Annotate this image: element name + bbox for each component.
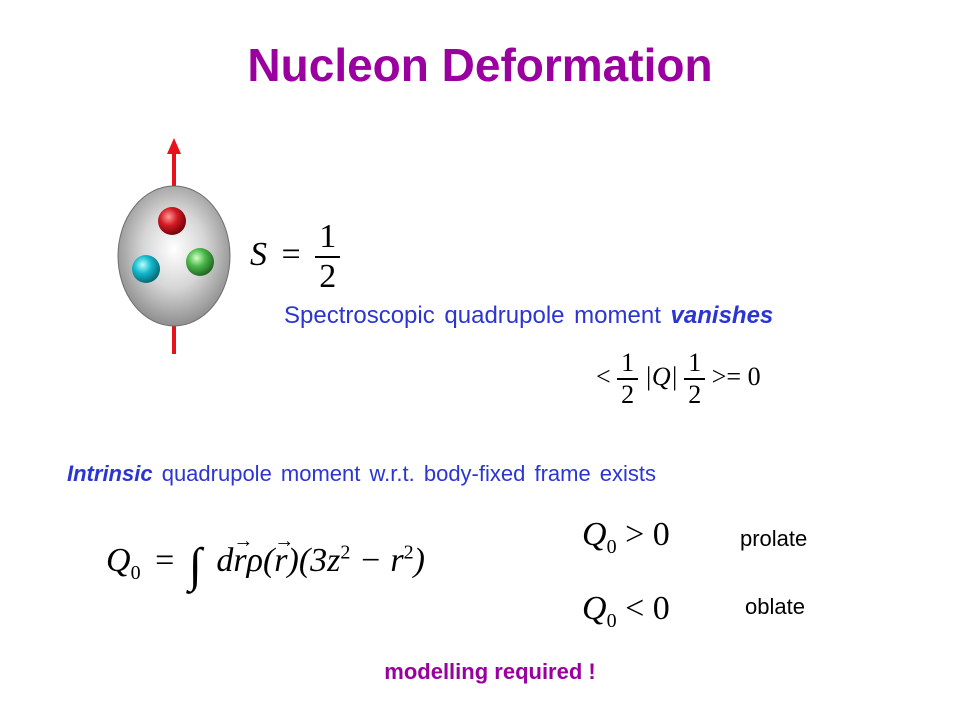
spin-fraction: 1 2 bbox=[315, 218, 340, 296]
oblate-q: Q bbox=[582, 590, 607, 627]
integral-minus-r: − r bbox=[350, 542, 403, 579]
spectroscopic-statement: Spectroscopic quadrupole moment vanishes bbox=[284, 302, 773, 330]
expectation-operator: |Q| bbox=[645, 362, 678, 391]
integral-z-squared: 2 bbox=[340, 542, 350, 564]
spin-arrow-head-icon bbox=[167, 138, 181, 154]
expectation-close: >= 0 bbox=[712, 362, 761, 391]
intrinsic-emphasis: Intrinsic bbox=[67, 461, 153, 486]
slide-title: Nucleon Deformation bbox=[0, 38, 960, 92]
nucleon-illustration bbox=[100, 132, 250, 362]
expectation-equation: < 1 2 |Q| 1 2 >= 0 bbox=[596, 348, 761, 410]
spectroscopic-emphasis: vanishes bbox=[671, 302, 774, 329]
integral-lhs: Q bbox=[106, 542, 131, 579]
expectation-open: < bbox=[596, 362, 611, 391]
oblate-condition: Q0 < 0 bbox=[582, 590, 670, 633]
quark-green bbox=[186, 248, 214, 276]
nucleon-body bbox=[118, 186, 230, 326]
integral-sign-icon: ∫ bbox=[189, 539, 202, 592]
spin-equals: = bbox=[282, 236, 301, 273]
prolate-condition: Q0 > 0 bbox=[582, 516, 670, 559]
quark-cyan bbox=[132, 255, 160, 283]
spin-denominator: 2 bbox=[315, 258, 340, 296]
integral-3z: )(3z bbox=[288, 542, 341, 579]
quark-red bbox=[158, 207, 186, 235]
intrinsic-integral-equation: Q0 = ∫ d→rρ(→r)(3z2 − r2) bbox=[106, 538, 425, 593]
oblate-label: oblate bbox=[745, 594, 805, 620]
integral-equals: = bbox=[155, 542, 174, 579]
integral-r-squared: 2 bbox=[404, 542, 414, 564]
spin-equation: S = 1 2 bbox=[250, 218, 340, 296]
expectation-left-denominator: 2 bbox=[617, 380, 638, 410]
oblate-q-sub: 0 bbox=[607, 610, 617, 632]
prolate-label: prolate bbox=[740, 526, 807, 552]
integral-close: ) bbox=[414, 542, 425, 579]
integral-vec-r-2: →r bbox=[274, 542, 287, 580]
expectation-right-denominator: 2 bbox=[684, 380, 705, 410]
oblate-relation: < 0 bbox=[625, 590, 670, 627]
spin-numerator: 1 bbox=[315, 218, 340, 258]
spin-symbol: S bbox=[250, 236, 267, 273]
expectation-left-numerator: 1 bbox=[617, 348, 638, 380]
expectation-right-numerator: 1 bbox=[684, 348, 705, 380]
prolate-q-sub: 0 bbox=[607, 536, 617, 558]
expectation-left-fraction: 1 2 bbox=[617, 348, 638, 410]
prolate-q: Q bbox=[582, 516, 607, 553]
intrinsic-statement: Intrinsic quadrupole moment w.r.t. body-… bbox=[67, 461, 656, 487]
integral-vec-r: →r bbox=[233, 542, 246, 580]
integral-d: d bbox=[216, 542, 233, 579]
expectation-right-fraction: 1 2 bbox=[684, 348, 705, 410]
prolate-relation: > 0 bbox=[625, 516, 670, 553]
intrinsic-text: quadrupole moment w.r.t. body-fixed fram… bbox=[162, 461, 656, 486]
modelling-note: modelling required ! bbox=[0, 659, 960, 685]
integral-lhs-sub: 0 bbox=[131, 562, 141, 584]
spectroscopic-text: Spectroscopic quadrupole moment bbox=[284, 302, 661, 329]
